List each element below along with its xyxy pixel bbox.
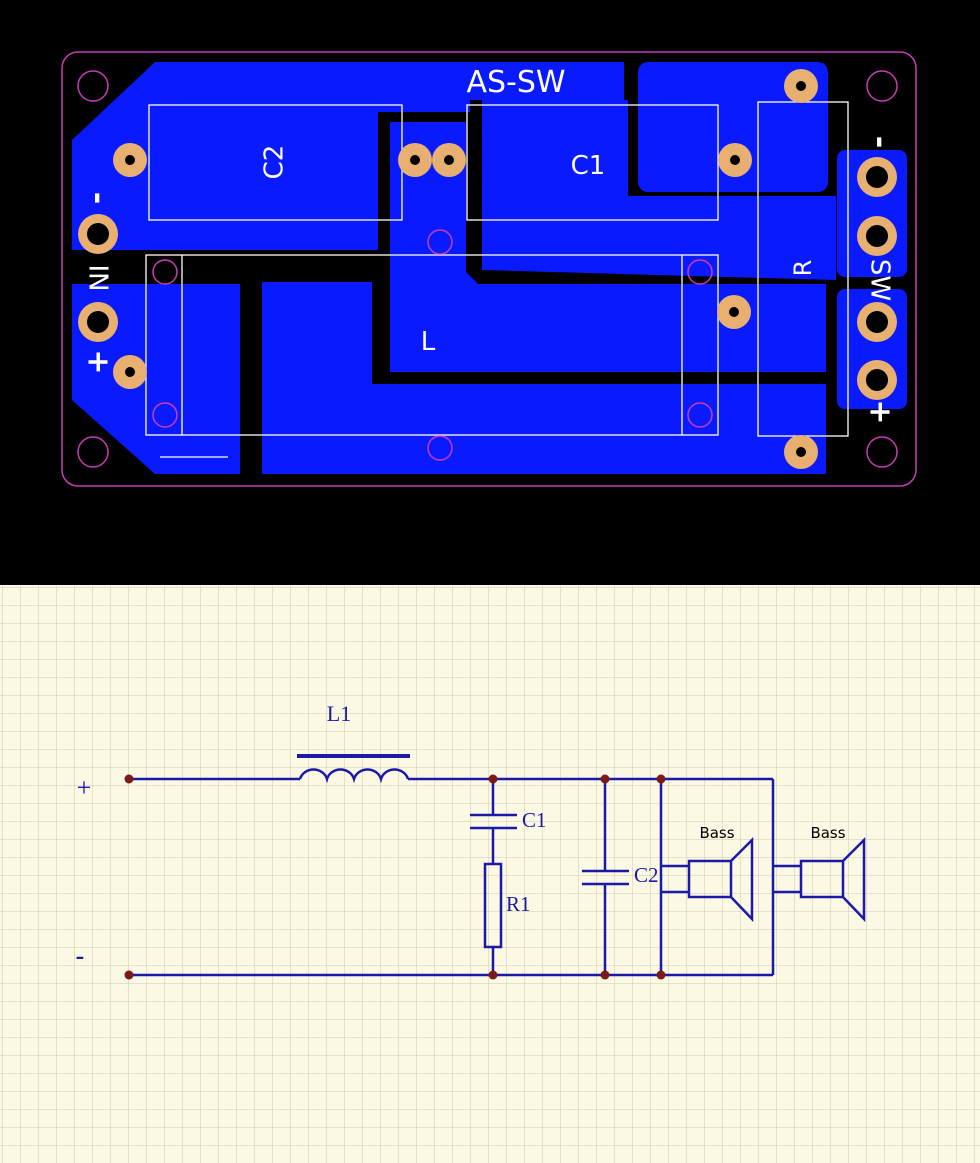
speaker-2	[799, 836, 866, 923]
l-footprint	[145, 254, 719, 436]
speaker-2-label: Bass	[810, 824, 845, 842]
c1-footprint	[466, 104, 719, 221]
c1-ref: C1	[571, 151, 606, 181]
l-ref: L	[421, 327, 436, 357]
copper-layer	[72, 62, 907, 474]
r1-label: R1	[506, 892, 531, 916]
grid-background	[0, 585, 980, 1163]
c1-label: C1	[522, 808, 547, 832]
mounting-holes	[77, 70, 898, 468]
capacitor-c1	[470, 813, 517, 830]
output-minus: -	[863, 136, 898, 148]
plus-terminal-label: +	[77, 773, 92, 802]
minus-terminal-label: -	[76, 941, 85, 970]
speaker-1-label: Bass	[699, 824, 734, 842]
input-plus: +	[81, 349, 116, 374]
schematic: + - L1 C1 R1 C2 Bass Bass	[0, 585, 980, 1163]
inductor-l1	[297, 754, 410, 784]
c2-ref: C2	[260, 145, 290, 180]
input-minus: -	[81, 192, 116, 204]
r-ref: R	[789, 260, 817, 277]
pads	[78, 69, 897, 469]
capacitor-c2	[582, 869, 629, 886]
c2-label: C2	[634, 863, 659, 887]
schematic-svg: + - L1 C1 R1 C2 Bass Bass	[0, 585, 980, 1163]
pcb-svg: AS-SW C2 C1 L R IN SW - + - +	[61, 51, 917, 487]
junctions	[124, 774, 666, 980]
board-outline	[61, 51, 917, 487]
output-plus: +	[863, 399, 898, 424]
pcb-layout: AS-SW C2 C1 L R IN SW - + - +	[61, 51, 917, 487]
board-title: AS-SW	[466, 65, 565, 100]
input-label: IN	[83, 264, 113, 291]
l1-label: L1	[327, 701, 351, 726]
wires	[129, 777, 801, 977]
resistor-r1	[483, 862, 503, 949]
speaker-1	[687, 836, 754, 923]
output-label: SW	[865, 259, 895, 301]
